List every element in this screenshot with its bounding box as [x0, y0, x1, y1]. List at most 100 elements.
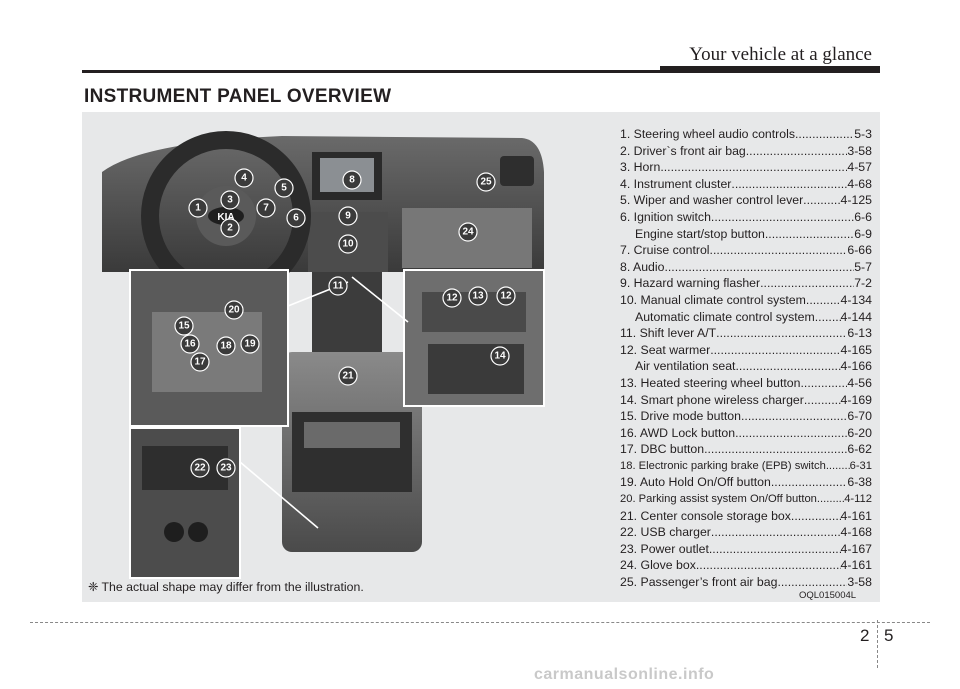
- svg-text:8: 8: [349, 175, 355, 186]
- item-page: 4-166: [840, 359, 872, 374]
- component-list-item: 25. Passenger’s front air bag3-58: [620, 574, 872, 591]
- item-label: 14. Smart phone wireless charger: [620, 392, 804, 407]
- dot-leader: [664, 259, 854, 276]
- component-list-item: 5. Wiper and washer control lever4-125: [620, 192, 872, 209]
- kia-logo: KIA: [217, 212, 234, 223]
- item-page: 5-3: [854, 127, 872, 141]
- item-label: 11. Shift lever A/T: [620, 326, 717, 341]
- dot-leader: [711, 209, 854, 226]
- item-label: 12. Seat warmer: [620, 342, 711, 357]
- callout-16: 16: [180, 334, 200, 354]
- list-row: 10. Manual climate control system4-134: [620, 292, 872, 309]
- component-list-item: 9. Hazard warning flasher7-2: [620, 275, 872, 292]
- watermark: carmanualsonline.info: [534, 666, 715, 683]
- svg-text:1: 1: [195, 203, 201, 214]
- page-number-separator: [877, 620, 878, 668]
- dot-leader: [711, 524, 841, 541]
- list-row: 3. Horn4-57: [620, 159, 872, 176]
- list-row: Air ventilation seat4-166: [620, 358, 872, 375]
- instrument-panel-illustration: KIA 1 2 3 4 5 6 7 8 9 10 11: [102, 131, 545, 579]
- header-rule: [82, 70, 880, 73]
- item-page: 4-144: [840, 309, 872, 324]
- svg-text:13: 13: [472, 291, 484, 302]
- dot-leader: [716, 325, 847, 342]
- component-list-item: 13. Heated steering wheel button4-56: [620, 375, 872, 392]
- component-list-item: 15. Drive mode button 6-70: [620, 408, 872, 425]
- item-page: 6-31: [849, 459, 872, 472]
- dot-leader: [704, 441, 847, 458]
- component-list-item: 16. AWD Lock button6-20: [620, 425, 872, 442]
- item-label: 19. Auto Hold On/Off button: [620, 475, 771, 490]
- dot-leader: [760, 275, 854, 292]
- component-list-item: 11. Shift lever A/T6-13: [620, 325, 872, 342]
- svg-text:12: 12: [500, 291, 512, 302]
- dot-leader: [746, 143, 848, 160]
- item-page: 6-9: [854, 226, 872, 241]
- callout-12: 12: [442, 288, 462, 308]
- item-label: 8. Audio: [620, 259, 665, 274]
- item-page: 4-68: [847, 176, 872, 191]
- callout-2: 2: [220, 218, 240, 238]
- svg-text:20: 20: [228, 305, 240, 316]
- list-row: 2. Driver`s front air bag3-58: [620, 143, 872, 160]
- component-list-item: 14. Smart phone wireless charger4-169: [620, 392, 872, 409]
- svg-text:11: 11: [333, 281, 344, 292]
- callout-20: 20: [224, 300, 244, 320]
- item-page: 4-56: [847, 375, 872, 390]
- item-page: 4-161: [840, 508, 872, 523]
- dot-leader: [765, 226, 854, 243]
- item-page: 6-70: [847, 409, 872, 424]
- component-list-item: 2. Driver`s front air bag3-58: [620, 143, 872, 160]
- svg-text:9: 9: [345, 211, 351, 222]
- callout-13: 13: [468, 286, 488, 306]
- list-row: Automatic climate control system4-144: [620, 309, 872, 326]
- item-page: 4-168: [840, 525, 872, 540]
- item-label: 16. AWD Lock button: [620, 425, 736, 440]
- callout-6: 6: [286, 208, 306, 228]
- component-list-item: 1. Steering wheel audio controls5-3: [620, 126, 872, 143]
- item-label: 18. Electronic parking brake (EPB) switc…: [620, 459, 826, 472]
- component-list-item: 4. Instrument cluster4-68: [620, 176, 872, 193]
- callout-10: 10: [338, 234, 358, 254]
- list-row: 22. USB charger4-168: [620, 524, 872, 541]
- list-row: 9. Hazard warning flasher7-2: [620, 275, 872, 292]
- svg-text:16: 16: [184, 339, 196, 350]
- item-label: 17. DBC button: [620, 442, 705, 457]
- component-list-item: 24. Glove box4-161: [620, 557, 872, 574]
- dot-leader: [817, 491, 844, 508]
- svg-text:22: 22: [194, 463, 206, 474]
- dot-leader: [731, 176, 847, 193]
- list-row: 6. Ignition switch6-6: [620, 209, 872, 226]
- list-row: 17. DBC button6-62: [620, 441, 872, 458]
- item-label: 15. Drive mode button: [620, 409, 741, 424]
- inset-console-buttons: [129, 269, 289, 427]
- list-row: 1. Steering wheel audio controls5-3: [620, 126, 872, 143]
- dot-leader: [710, 342, 840, 359]
- dot-leader: [791, 508, 841, 525]
- list-row: Engine start/stop button 6-9: [620, 226, 872, 243]
- component-list-item: 8. Audio5-7: [620, 259, 872, 276]
- component-list-item: 7. Cruise control6-66: [620, 242, 872, 259]
- component-list-item: 6. Ignition switch6-6: [620, 209, 872, 226]
- item-page: 4-165: [840, 342, 872, 357]
- item-page: 4-167: [840, 541, 872, 556]
- item-label: Engine start/stop button: [635, 226, 765, 241]
- callout-17: 17: [190, 352, 210, 372]
- item-page: 3-58: [847, 143, 872, 158]
- callout-1: 1: [188, 198, 208, 218]
- item-label: 7. Cruise control: [620, 243, 710, 258]
- item-label: 9. Hazard warning flasher: [620, 276, 761, 291]
- svg-text:18: 18: [220, 341, 232, 352]
- list-row: 13. Heated steering wheel button4-56: [620, 375, 872, 392]
- callout-4: 4: [234, 168, 254, 188]
- list-row: 8. Audio5-7: [620, 259, 872, 276]
- item-label: 3. Horn: [620, 160, 661, 175]
- component-list: 1. Steering wheel audio controls5-32. Dr…: [620, 126, 872, 591]
- list-row: 21. Center console storage box4-161: [620, 508, 872, 525]
- svg-text:19: 19: [244, 339, 256, 350]
- item-label: 24. Glove box: [620, 558, 696, 573]
- svg-text:10: 10: [342, 239, 354, 250]
- callout-22: 22: [190, 458, 210, 478]
- list-row: 5. Wiper and washer control lever4-125: [620, 192, 872, 209]
- page-divider: [30, 622, 930, 623]
